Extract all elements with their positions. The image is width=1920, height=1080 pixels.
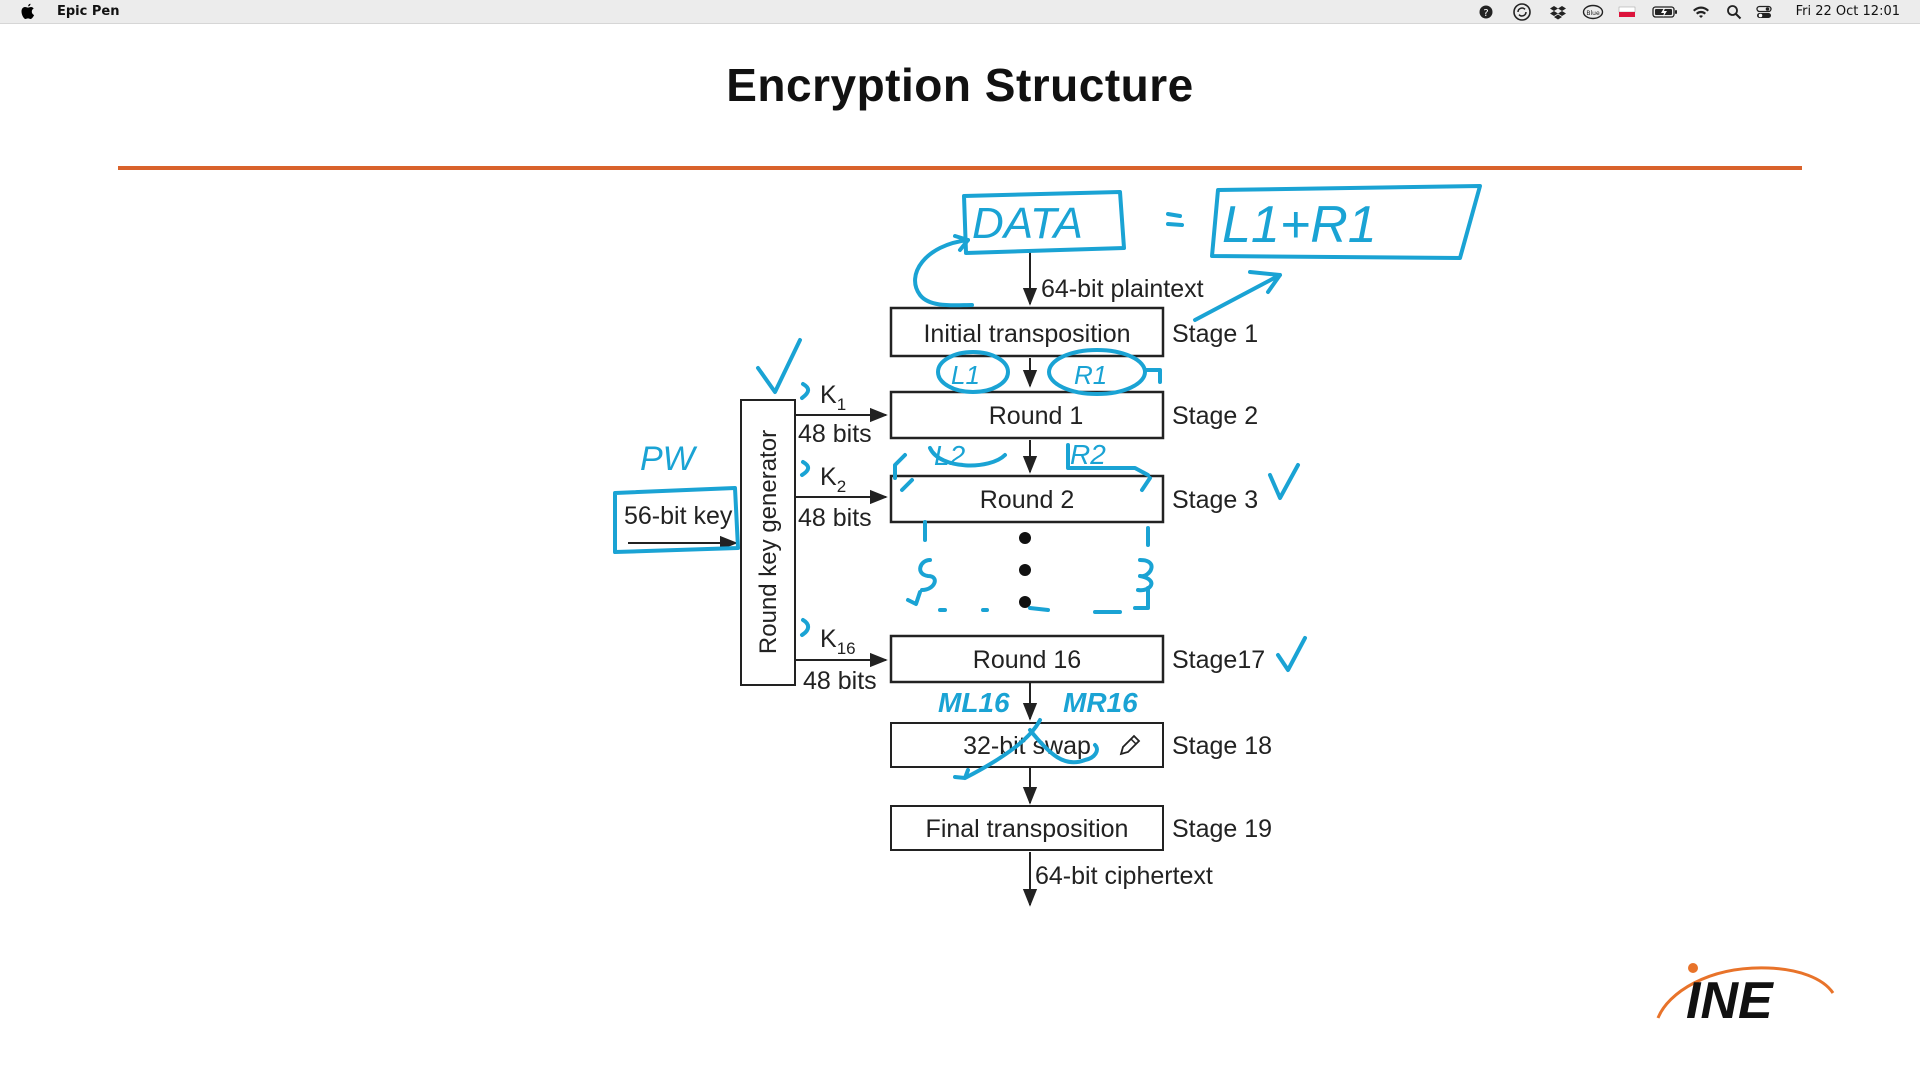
key-input: 56-bit key xyxy=(624,502,738,551)
battery-icon[interactable] xyxy=(1652,4,1678,20)
title-divider xyxy=(118,166,1802,170)
svg-text:PW: PW xyxy=(640,440,698,478)
pen-cursor-icon xyxy=(1119,734,1141,756)
svg-text:K16: K16 xyxy=(820,625,856,658)
stage-box-1: Initial transposition Stage 1 xyxy=(889,306,1258,358)
help-icon[interactable]: ? xyxy=(1478,4,1494,20)
stage-label: Stage 2 xyxy=(1172,402,1258,430)
status-tray: ? Blue xyxy=(1470,0,1920,24)
key-arrows xyxy=(796,407,888,668)
wifi-icon[interactable] xyxy=(1692,4,1710,20)
svg-text:48 bits: 48 bits xyxy=(798,504,872,532)
svg-text:R1: R1 xyxy=(1074,360,1107,390)
svg-text:L1+R1: L1+R1 xyxy=(1222,196,1377,254)
cloud-app-icon[interactable]: Blue xyxy=(1582,4,1604,20)
stage-box-2: Round 1 Stage 2 xyxy=(889,390,1258,440)
pen-annotations xyxy=(613,184,1482,780)
svg-text:Round 2: Round 2 xyxy=(980,486,1075,514)
svg-text:Initial transposition: Initial transposition xyxy=(923,320,1130,348)
svg-text:48 bits: 48 bits xyxy=(803,667,877,695)
control-center-icon[interactable] xyxy=(1756,4,1772,20)
stage-label: Stage 18 xyxy=(1172,732,1272,760)
plaintext-label: 64-bit plaintext xyxy=(1041,275,1204,303)
svg-text:48 bits: 48 bits xyxy=(798,420,872,448)
menubar-clock[interactable]: Fri 22 Oct 12:01 xyxy=(1795,4,1900,19)
svg-text:DATA: DATA xyxy=(972,199,1083,248)
app-name[interactable]: Epic Pen xyxy=(57,4,120,19)
slide-title: Encryption Structure xyxy=(726,59,1194,111)
flag-icon[interactable] xyxy=(1618,4,1636,20)
ciphertext-label: 64-bit ciphertext xyxy=(1035,862,1213,890)
stage-label: Stage 3 xyxy=(1172,486,1258,514)
svg-text:Final transposition: Final transposition xyxy=(926,815,1129,843)
svg-text:INE: INE xyxy=(1686,972,1774,1028)
svg-text:Round 1: Round 1 xyxy=(989,402,1084,430)
svg-text:?: ? xyxy=(1483,8,1488,19)
pen-annotation-text: DATA L1+R1 L1 R1 L2 R2 PW ML16 MR16 xyxy=(640,196,1377,718)
svg-text:L2: L2 xyxy=(934,440,966,471)
svg-text:Round key generator: Round key generator xyxy=(755,430,782,654)
stage-label: Stage 19 xyxy=(1172,815,1272,843)
svg-text:MR16: MR16 xyxy=(1063,687,1138,718)
round-key-generator: Round key generator xyxy=(740,399,796,686)
stage-label: Stage17 xyxy=(1172,646,1265,674)
apple-icon[interactable] xyxy=(20,3,36,21)
ine-logo: INE xyxy=(1656,963,1835,1028)
svg-text:K2: K2 xyxy=(820,463,846,496)
svg-text:Round 16: Round 16 xyxy=(973,646,1081,674)
dropbox-icon[interactable] xyxy=(1550,4,1566,20)
key-labels: K1 48 bits K2 48 bits K16 48 bits xyxy=(798,381,877,695)
sync-icon[interactable] xyxy=(1512,2,1532,22)
svg-text:K1: K1 xyxy=(820,381,846,414)
stage-box-4: Round 16 Stage17 xyxy=(889,634,1265,684)
ellipsis-dots xyxy=(1019,532,1031,608)
stage-box-3: Round 2 Stage 3 xyxy=(889,474,1258,524)
stage-box-6: Final transposition Stage 19 xyxy=(890,805,1272,851)
search-icon[interactable] xyxy=(1726,4,1742,20)
svg-text:R2: R2 xyxy=(1070,439,1106,470)
stage-label: Stage 1 xyxy=(1172,320,1258,348)
menu-bar: Epic Pen ? Blue Fri 22 Oct 12:01 xyxy=(0,0,1920,24)
svg-text:Blue: Blue xyxy=(1586,10,1600,17)
svg-text:L1: L1 xyxy=(951,360,980,390)
svg-text:56-bit key: 56-bit key xyxy=(624,502,733,530)
svg-text:ML16: ML16 xyxy=(938,687,1010,718)
